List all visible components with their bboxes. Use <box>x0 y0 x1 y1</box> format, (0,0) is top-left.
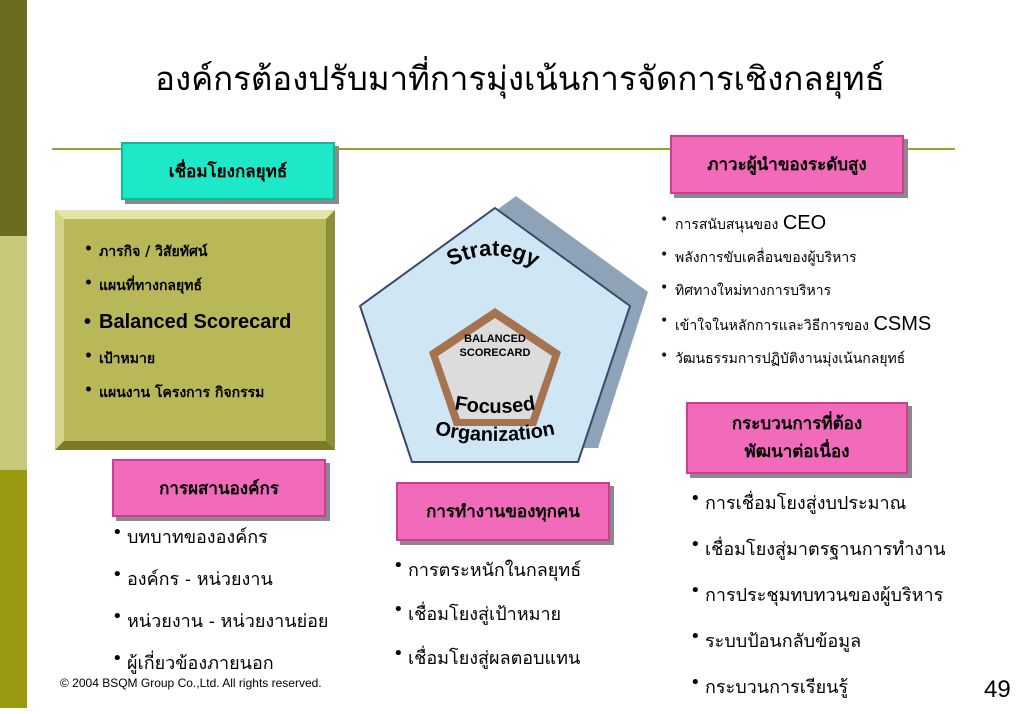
list-item: วัฒนธรรมการปฏิบัติงานมุ่งเน้นกลยุทธ์ <box>660 348 1005 370</box>
slide-title: องค์กรต้องปรับมาที่การมุ่งเน้นการจัดการเ… <box>155 59 885 98</box>
list-item: พลังการขับเคลื่อนของผู้บริหาร <box>660 247 1005 269</box>
leadership-header: ภาวะผู้นำของระดับสูง <box>670 135 904 194</box>
process-header-line2: พัฒนาต่อเนื่อง <box>744 442 850 462</box>
list-item: แผนที่ทางกลยุทธ์ <box>84 275 314 297</box>
leadership-list: การสนับสนุนของ CEO พลังการขับเคลื่อนของผ… <box>660 212 1005 381</box>
list-item: กระบวนการเรียนรู้ <box>690 672 1010 701</box>
alignment-list: บทบาทขององค์กร องค์กร - หน่วยงาน หน่วยงา… <box>112 522 382 690</box>
process-list: การเชื่อมโยงสู่งบประมาณ เชื่อมโยงสู่มาตร… <box>690 488 1010 714</box>
list-item: Balanced Scorecard <box>84 309 314 336</box>
list-item: หน่วยงาน - หน่วยงานย่อย <box>112 606 382 635</box>
center-label-line1: BALANCED <box>464 333 526 345</box>
list-item: แผนงาน โครงการ กิจกรรม <box>84 382 314 404</box>
page-number: 49 <box>984 676 1011 703</box>
list-item: เชื่อมโยงสู่มาตรฐานการทำงาน <box>690 534 1010 563</box>
everyone-header: การทำงานของทุกคน <box>396 482 610 541</box>
side-strip-bottom <box>0 470 27 708</box>
list-item: ผู้เกี่ยวข้องภายนอก <box>112 648 382 677</box>
list-item: ระบบป้อนกลับข้อมูล <box>690 626 1010 655</box>
list-item: การเชื่อมโยงสู่งบประมาณ <box>690 488 1010 517</box>
link-strategy-header: เชื่อมโยงกลยุทธ์ <box>121 142 335 200</box>
link-strategy-list: ภารกิจ / วิสัยทัศน์ แผนที่ทางกลยุทธ์ Bal… <box>84 241 314 416</box>
list-item: เข้าใจในหลักการและวิธีการของ CSMS <box>660 313 1005 337</box>
strategy-pentagon-diagram: Strategy Focused Organization BALANCED S… <box>358 196 648 463</box>
link-strategy-panel: ภารกิจ / วิสัยทัศน์ แผนที่ทางกลยุทธ์ Bal… <box>55 210 335 450</box>
title-divider <box>52 148 955 150</box>
focused-label: Focused <box>453 392 536 418</box>
list-item: เชื่อมโยงสู่เป้าหมาย <box>393 599 663 628</box>
list-item: การสนับสนุนของ CEO <box>660 212 1005 236</box>
list-item: องค์กร - หน่วยงาน <box>112 564 382 593</box>
everyone-list: การตระหนักในกลยุทธ์ เชื่อมโยงสู่เป้าหมาย… <box>393 555 663 685</box>
center-label-line2: SCORECARD <box>460 347 531 359</box>
inner-pentagon <box>438 318 552 419</box>
side-strip-middle <box>0 236 27 470</box>
side-strip-top <box>0 0 27 236</box>
list-item: เชื่อมโยงสู่ผลตอบแทน <box>393 643 663 672</box>
list-item: การตระหนักในกลยุทธ์ <box>393 555 663 584</box>
list-item: ทิศทางใหม่ทางการบริหาร <box>660 280 1005 302</box>
list-item: บทบาทขององค์กร <box>112 522 382 551</box>
list-item: ภารกิจ / วิสัยทัศน์ <box>84 241 314 263</box>
list-item: การประชุมทบทวนของผู้บริหาร <box>690 580 1010 609</box>
alignment-header: การผสานองค์กร <box>112 459 326 517</box>
process-header-line1: กระบวนการที่ต้อง <box>731 414 863 434</box>
copyright-footer: © 2004 BSQM Group Co.,Ltd. All rights re… <box>60 676 322 690</box>
process-header: กระบวนการที่ต้อง พัฒนาต่อเนื่อง <box>686 402 908 474</box>
list-item: เป้าหมาย <box>84 348 314 370</box>
